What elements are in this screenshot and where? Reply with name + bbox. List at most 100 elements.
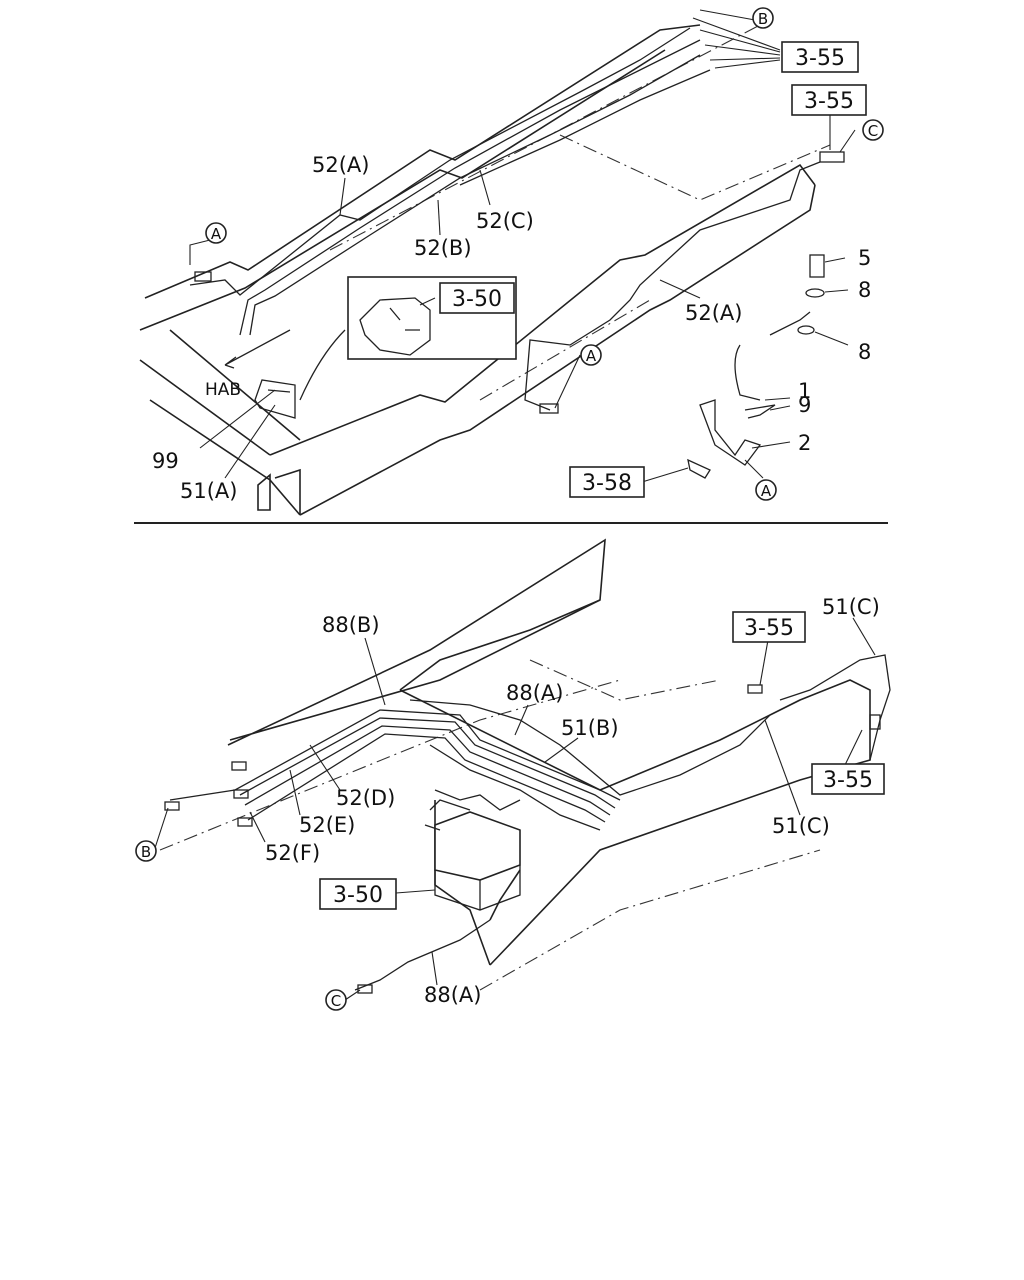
circle-C-bot [325,989,347,1011]
bottom-view [159,538,891,994]
bottom-fitting-C [357,984,373,994]
label-5: 5 [858,246,871,270]
top-curve-arrow [299,329,346,401]
top-clip-9 [744,404,776,419]
ref-355-top1: 3-55 [795,46,845,71]
ref-box-355-top1 [781,41,859,73]
bottom-pipe-52D [239,717,616,809]
top-pipe-extra [459,69,711,186]
circle-C-top [862,119,884,141]
circle-A-1 [205,222,227,244]
top-bracket-2 [699,399,762,466]
circle-A-1-label: A [211,225,222,243]
top-part-labels: 52(A) 52(C) 52(B) 52(A) HAB 99 51(A) 5 8… [152,153,871,503]
label-2: 2 [798,431,811,455]
top-frame-upper-inner [139,49,666,331]
circled-letters: B C A A A B C [135,7,884,1011]
label-hab: HAB [205,380,241,400]
ref-box-355-top2 [791,84,867,116]
label-51A: 51(A) [180,479,237,503]
top-fitting-A2 [194,271,212,282]
top-fitting-A [539,403,559,414]
label-8a: 8 [858,278,871,302]
circle-B-bot-label: B [141,843,151,861]
circle-B-top [752,7,774,29]
ref-355-bot1: 3-55 [744,616,794,641]
top-pipe-52A-lower [524,161,821,411]
label-51B: 51(B) [561,716,619,740]
bottom-frame-rail-left [227,538,606,746]
bottom-fitting-2 [233,789,249,799]
bottom-fitting-B [164,801,180,811]
reference-boxes: 3-55 3-55 3-50 3-58 3-55 3-55 3-50 [319,41,885,910]
top-pipe-52C [249,54,701,336]
top-washer-8b [797,325,815,335]
bottom-frame-rail-left-2 [399,599,601,691]
bottom-fitting-1 [231,761,247,771]
circle-B-bot [135,840,157,862]
circle-A-2-label: A [586,347,597,365]
top-view [139,24,845,516]
label-51C-2: 51(C) [772,814,830,838]
label-51C-1: 51(C) [822,595,880,619]
ref-box-350-bot [319,878,397,910]
circle-A-3-label: A [761,482,772,500]
top-hose-1 [734,311,811,401]
label-99: 99 [152,449,179,473]
leader-lines [154,9,876,1001]
label-52D: 52(D) [336,786,395,810]
ref-box-355-bot1 [732,611,806,643]
label-52A-2: 52(A) [685,301,742,325]
label-52C: 52(C) [476,209,534,233]
circle-C-top-label: C [868,122,878,140]
bottom-pipe-52F [247,733,606,823]
label-88A-1: 88(A) [506,681,563,705]
top-frame-rail-upper [144,24,701,299]
top-washer-8a [805,288,825,298]
label-88A-2: 88(A) [424,983,481,1007]
circle-C-bot-label: C [331,992,341,1010]
ref-358: 3-58 [582,471,632,496]
ref-box-358 [569,466,645,498]
label-52A-1: 52(A) [312,153,369,177]
bottom-hab-block [434,811,521,881]
top-hab-arrow [224,329,291,369]
ref-box-355-bot2 [811,763,885,795]
bottom-centerline-2 [529,659,721,701]
label-52F: 52(F) [265,841,320,865]
label-52E: 52(E) [299,813,355,837]
bottom-hab-block-front [434,865,521,911]
bottom-centerline-1 [159,679,621,851]
top-centerline-2 [559,134,831,201]
circle-B-top-label: B [758,10,768,28]
ref-350-top: 3-50 [452,287,502,312]
bottom-pipe-to-hab [424,789,521,831]
bottom-part-labels: 88(B) 88(A) 51(B) 52(D) 52(E) 52(F) 51(C… [265,595,880,1007]
top-fitting-C [819,151,845,163]
bottom-pipe-52E [244,725,611,816]
bottom-fitting-3 [237,817,253,827]
bottom-fitting-355b [869,714,881,730]
label-1: 1 [798,379,811,403]
top-pipe-52A [189,27,691,296]
top-frame-rail-lower [269,163,816,456]
top-hab-lines [254,379,296,419]
bottom-frame-cross [399,679,871,966]
top-frame-end-block [257,468,301,515]
top-bolt-358 [687,458,711,479]
label-88B: 88(B) [322,613,380,637]
bottom-pipe-88A [409,699,801,796]
ref-350-bot: 3-50 [333,883,383,908]
label-9: 9 [798,393,811,417]
circle-A-2 [580,344,602,366]
circle-A-3 [755,479,777,501]
ref-355-bot2: 3-55 [823,768,873,793]
top-frame-rail-lower-bottom [299,184,816,516]
ref-355-top2: 3-55 [804,89,854,114]
bottom-centerline-3 [479,849,821,991]
bottom-pipe-51B [429,744,601,831]
label-52B: 52(B) [414,236,472,260]
bottom-pipe-88A-lower [354,919,491,991]
ref-box-350-top [439,282,515,314]
